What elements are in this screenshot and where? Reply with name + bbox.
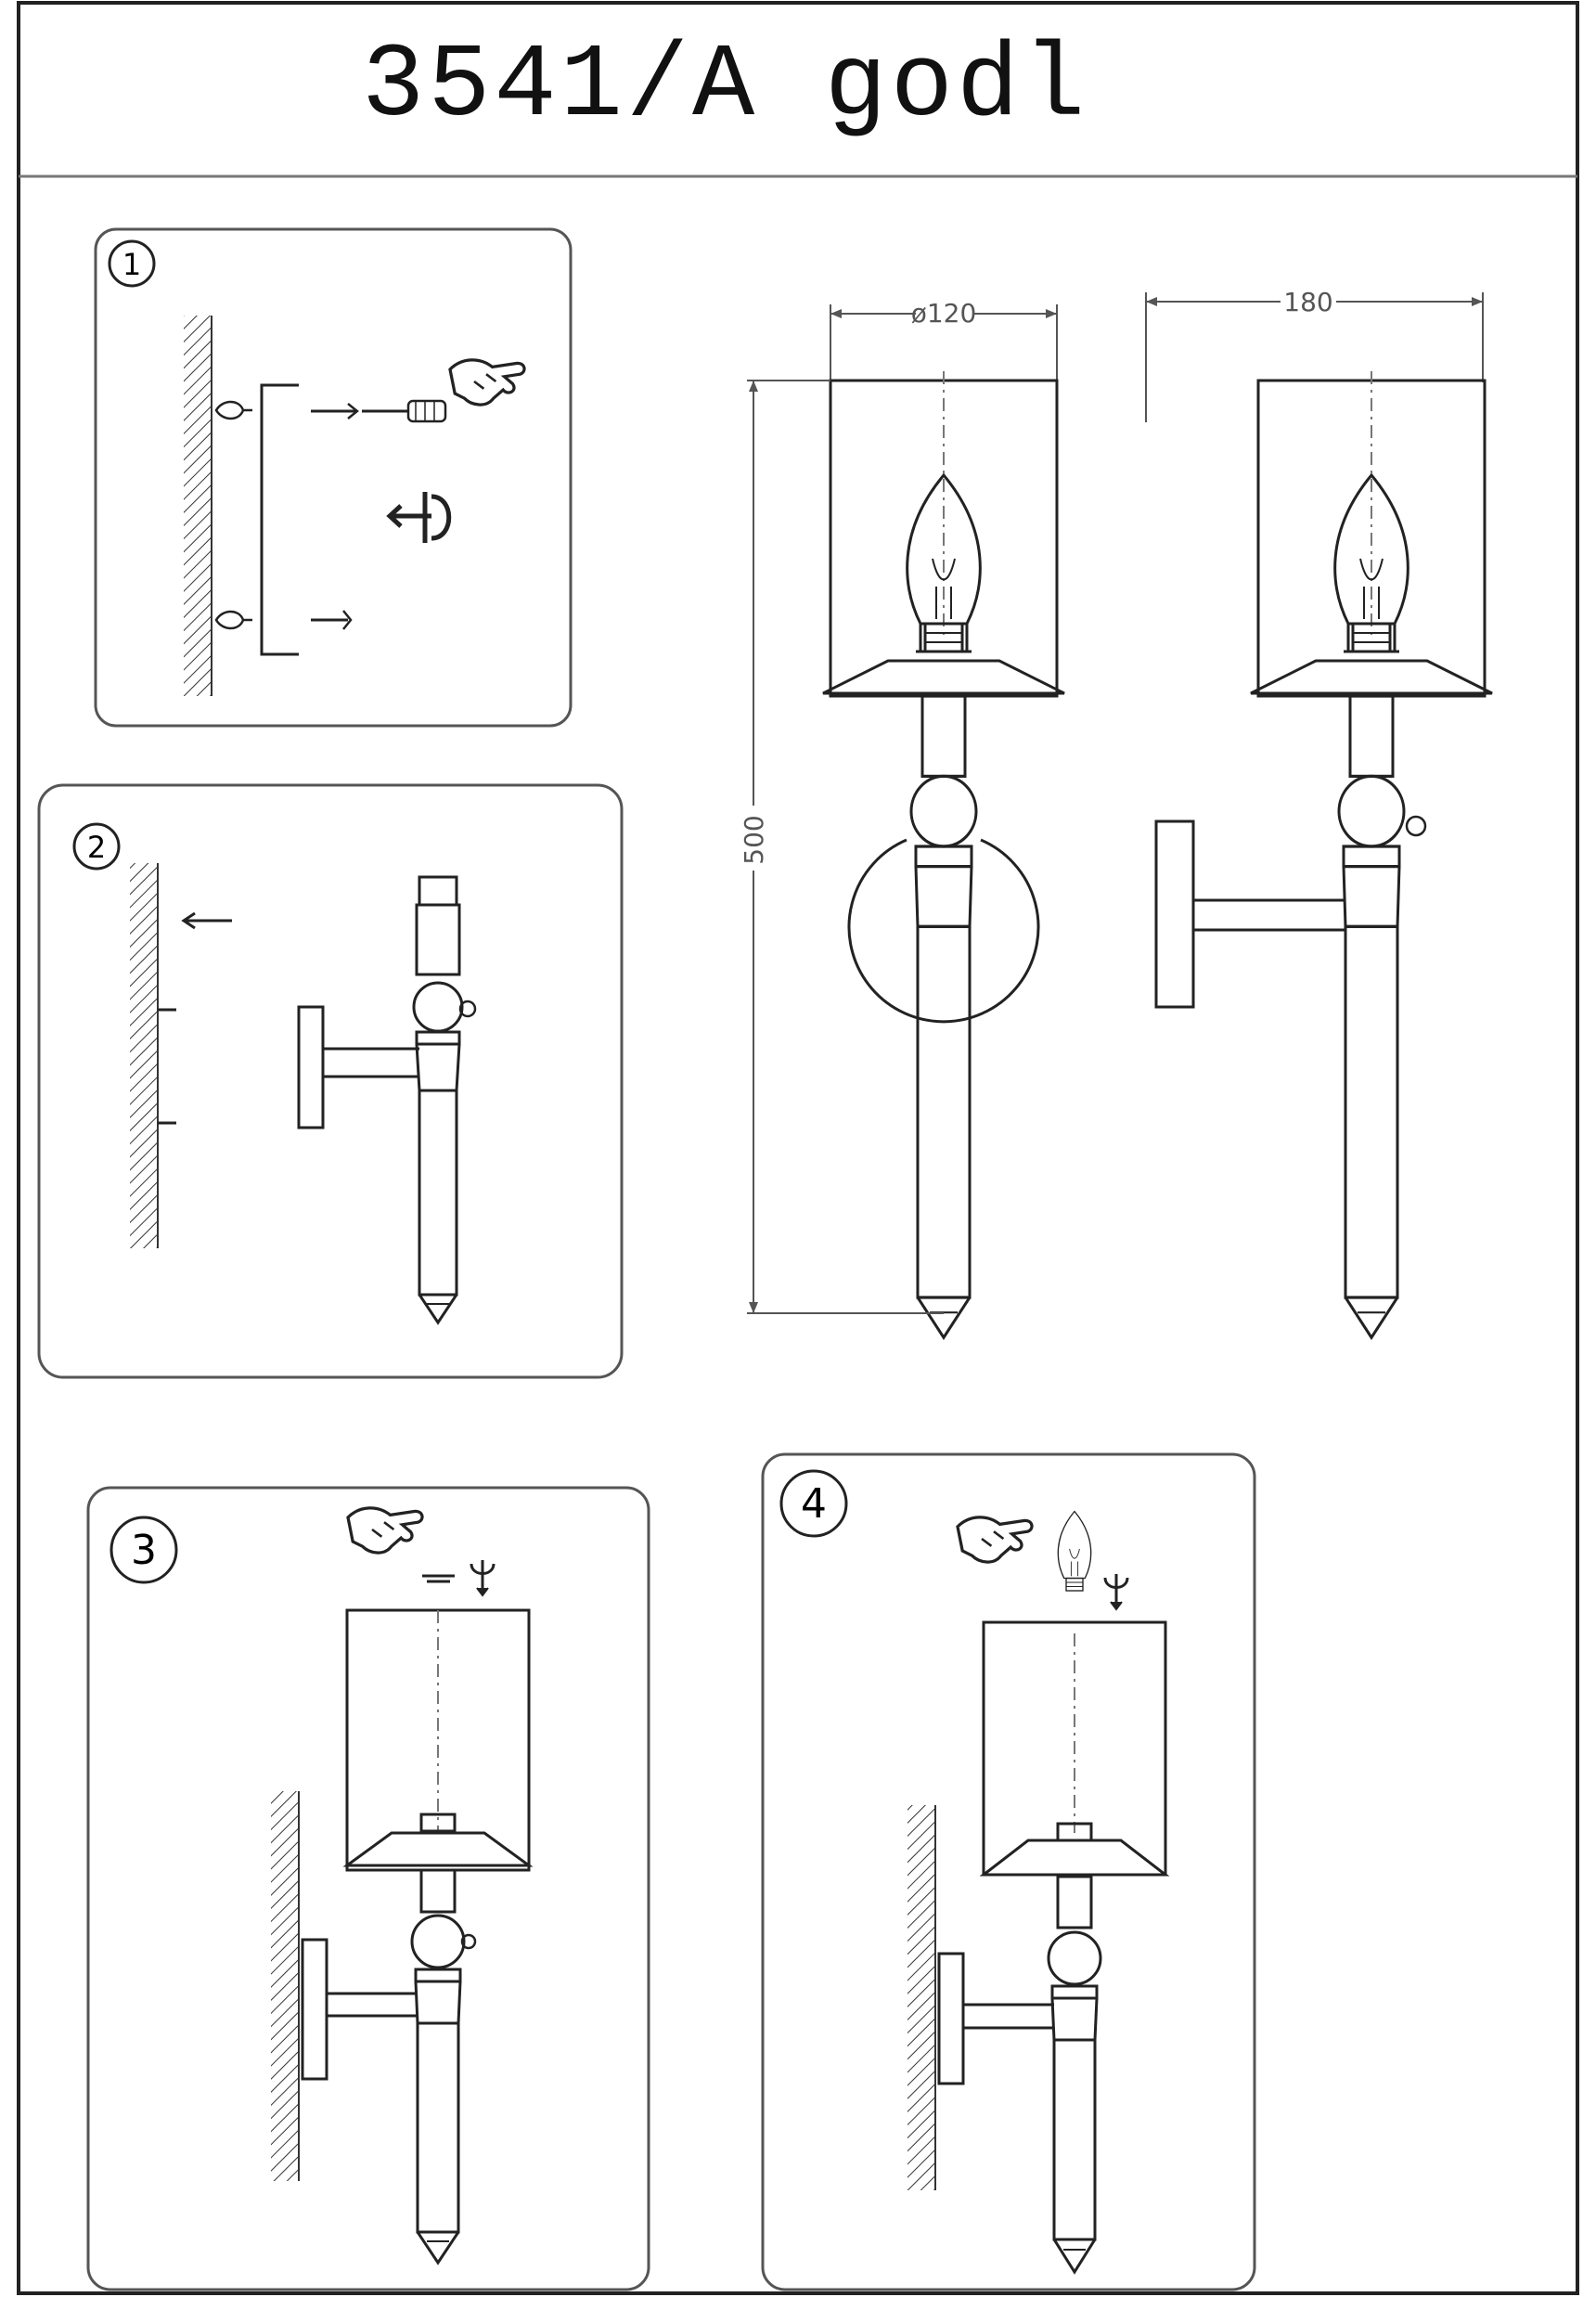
front-view-drawing: ø120 (821, 298, 1066, 1339)
hand-icon (956, 1516, 1034, 1564)
wall-plate (937, 1952, 965, 2085)
dimension-projection: 180 (1283, 287, 1332, 317)
dimension-diameter: ø120 (911, 298, 977, 329)
step-1-panel: 1 (94, 227, 573, 728)
screwdriver-hand-icon (362, 358, 526, 423)
bulb-icon (1057, 1510, 1092, 1592)
hand-icon (346, 1506, 424, 1555)
wall-hatch-icon (271, 1791, 299, 2181)
page-title: 3541/A godl (362, 28, 1089, 146)
step-3-number: 3 (131, 1527, 157, 1574)
arrow-left-icon (181, 911, 232, 930)
nut-icon (470, 1558, 496, 1597)
wall-plate (301, 1938, 328, 2081)
step-2-number: 2 (87, 830, 106, 865)
sconce-side-view (412, 875, 477, 1325)
step-4-panel: 4 (761, 1452, 1256, 2291)
wall-plate (1154, 819, 1195, 1009)
outer-border (17, 1, 1579, 2295)
step-4-number: 4 (801, 1480, 827, 1528)
wall-plug-icon (214, 400, 252, 630)
wall-hatch-icon (184, 316, 212, 696)
step-1-number: 1 (122, 247, 141, 282)
screw-icon (311, 403, 360, 630)
mounting-bracket (260, 383, 299, 656)
height-dimension: 500 (739, 380, 944, 1314)
step-2-panel: 2 (37, 783, 624, 1379)
step-3-panel: 3 (86, 1486, 650, 2291)
wall-hatch-icon (130, 863, 158, 1248)
nut-icon (1103, 1572, 1129, 1611)
wire-arrow-icon (386, 492, 452, 543)
wall-hatch-icon (907, 1805, 935, 2190)
dimension-height: 500 (739, 815, 769, 864)
side-view-drawing: 180 (1145, 286, 1494, 1339)
wall-plate (297, 1005, 325, 1129)
